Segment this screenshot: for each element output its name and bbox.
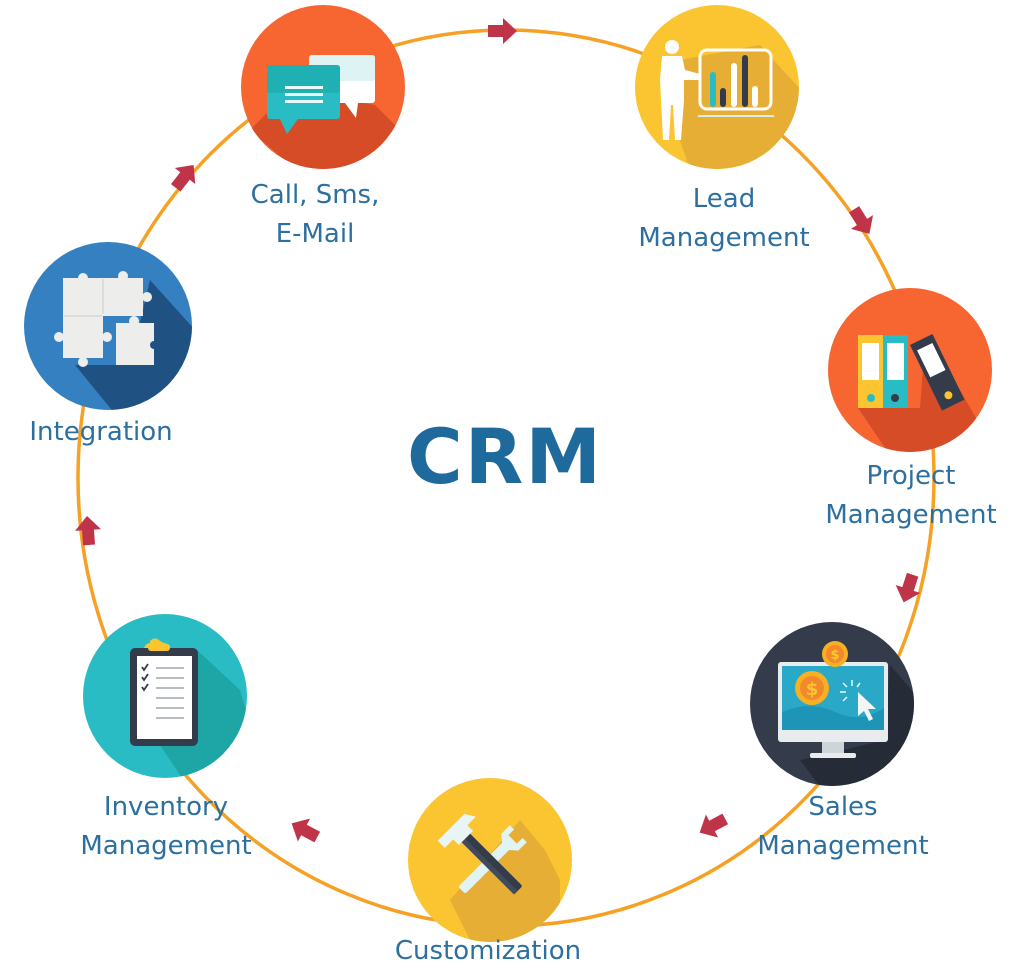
label-line: Lead <box>692 184 756 214</box>
label-customization: Customization <box>395 932 581 971</box>
node-integration <box>24 242 192 410</box>
flow-arrow-lower-right <box>699 813 729 838</box>
label-line: Integration <box>29 417 173 447</box>
label-line: Management <box>80 831 252 861</box>
node-lead-management <box>635 5 799 169</box>
presentation-chart-icon <box>660 40 774 140</box>
label-line: Project <box>866 461 956 491</box>
label-project-management: Project Management <box>825 457 996 535</box>
flow-arrow-lower-left <box>291 818 321 843</box>
label-inventory-management: Inventory Management <box>80 788 251 866</box>
flow-arrow-right <box>895 572 921 603</box>
label-line: E-Mail <box>275 219 355 249</box>
chat-bubbles-icon <box>267 55 375 134</box>
node-customization <box>408 778 572 942</box>
wrench-hammer-icon <box>437 813 527 895</box>
flow-arrow-top <box>488 18 517 44</box>
node-project-management <box>828 288 992 452</box>
label-call-sms-email: Call, Sms, E-Mail <box>251 176 380 254</box>
flow-arrow-left <box>75 516 101 546</box>
flow-arrow-upper-right <box>848 206 874 234</box>
label-line: Management <box>825 500 997 530</box>
label-integration: Integration <box>29 413 172 452</box>
monitor-dollar-icon: $ $ <box>778 641 888 758</box>
label-line: Sales <box>808 792 878 822</box>
label-line: Management <box>757 831 929 861</box>
label-sales-management: Sales Management <box>757 788 928 866</box>
diagram-title: CRM <box>407 412 603 501</box>
node-inventory-management <box>83 614 247 778</box>
label-lead-management: Lead Management <box>638 180 809 258</box>
svg-text:$: $ <box>830 648 839 663</box>
label-line: Customization <box>394 936 582 966</box>
svg-text:$: $ <box>806 679 819 700</box>
label-line: Inventory <box>103 792 229 822</box>
node-call-sms-email <box>241 5 405 169</box>
puzzle-pieces-icon <box>54 271 158 367</box>
node-sales-management: $ $ <box>750 622 914 786</box>
binders-icon <box>858 334 965 411</box>
flow-arrow-upper-left <box>171 164 196 192</box>
label-line: Management <box>638 223 810 253</box>
clipboard-checklist-icon <box>130 638 198 746</box>
label-line: Call, Sms, <box>250 180 380 210</box>
